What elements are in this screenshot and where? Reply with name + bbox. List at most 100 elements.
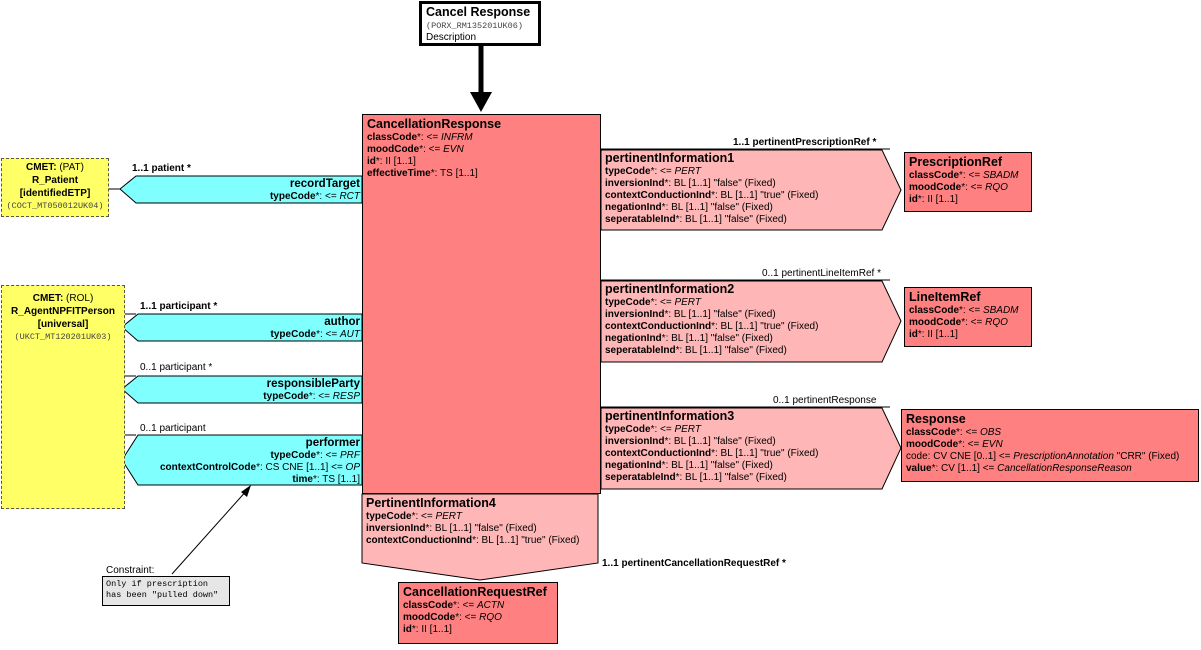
cancellation-request-ref-moodcode: moodCode*: <= RQO <box>403 612 502 623</box>
line-item-ref-class: LineItemRef classCode*: <= SBADM moodCod… <box>904 287 1032 347</box>
pi2-seperatableind: seperatableInd*: BL [1..1] "false" (Fixe… <box>605 345 787 356</box>
response-classcode: classCode*: <= OBS <box>906 427 1002 438</box>
record-target-labels: recordTarget typeCode*: <= RCT <box>150 178 360 203</box>
response-moodcode: moodCode*: <= EVN <box>906 439 1003 450</box>
cmet-agent-name: R_AgentNPFITPerson <box>11 306 115 317</box>
author-title: author <box>324 316 360 328</box>
prescription-ref-moodcode: moodCode*: <= RQO <box>909 182 1008 193</box>
cmet-agent-box: CMET: (ROL) R_AgentNPFITPerson [universa… <box>1 285 125 509</box>
cmet-patient-box: CMET: (PAT) R_Patient [identifiedETP] (C… <box>1 158 109 217</box>
pi2-typecode: typeCode*: <= PERT <box>605 297 701 308</box>
pertinent-information3-shape <box>600 407 902 490</box>
performer-time: time*: TS [1..1] <box>292 474 360 485</box>
prescription-ref-title: PrescriptionRef <box>909 155 1003 169</box>
cancellation-request-ref-id: id*: II [1..1] <box>403 624 452 635</box>
constraint-note: Only if prescription has been "pulled do… <box>102 576 230 606</box>
pi3-contextconductionind: contextConductionInd*: BL [1..1] "true" … <box>605 448 819 459</box>
cmet-agent-code: (UKCT_MT120201UK03) <box>14 332 112 342</box>
entry-arrow-head <box>470 92 492 112</box>
pi2-negationind: negationInd*: BL [1..1] "false" (Fixed) <box>605 333 773 344</box>
main-classcode: classCode*: <= INFRM <box>367 132 473 143</box>
pertinent1-cardinality: 1..1 pertinentPrescriptionRef * <box>733 137 877 148</box>
pi2-inversionind: inversionInd*: BL [1..1] "false" (Fixed) <box>605 309 776 320</box>
response-code: code: CV CNE [0..1] <= PrescriptionAnnot… <box>906 451 1180 462</box>
pertinent-information2-labels: pertinentInformation2 typeCode*: <= PERT… <box>605 282 885 357</box>
pertinent-information1-shape <box>600 149 902 231</box>
cancellation-response-class: CancellationResponse classCode*: <= INFR… <box>362 114 601 494</box>
pertinent-information4-labels: PertinentInformation4 typeCode*: <= PERT… <box>366 496 598 547</box>
pertinent-information4-shape <box>361 493 599 581</box>
prescription-ref-classcode: classCode*: <= SBADM <box>909 170 1019 181</box>
pertinent-information3-title: pertinentInformation3 <box>605 409 735 423</box>
pi4-contextconductionind: contextConductionInd*: BL [1..1] "true" … <box>366 535 580 546</box>
responsible-party-typecode: typeCode*: <= RESP <box>263 391 360 402</box>
record-target-cardinality: 1..1 patient * <box>132 163 191 174</box>
cmet-patient-code: (COCT_MT050012UK04) <box>6 201 104 211</box>
pertinent-information2-shape <box>600 280 902 363</box>
cancellation-response-title: CancellationResponse <box>367 117 502 131</box>
main-effectivetime: effectiveTime*: TS [1..1] <box>367 168 478 179</box>
responsible-party-cardinality: 0..1 participant * <box>140 362 213 373</box>
pertinent-information2-title: pertinentInformation2 <box>605 282 735 296</box>
pi1-negationind: negationInd*: BL [1..1] "false" (Fixed) <box>605 202 773 213</box>
performer-labels: performer typeCode*: <= PRF contextContr… <box>140 437 360 486</box>
cmet-patient-name: R_Patient <box>31 175 79 186</box>
entry-description: Description <box>426 32 477 43</box>
pi1-seperatableind: seperatableInd*: BL [1..1] "false" (Fixe… <box>605 214 787 225</box>
pertinent-information4-title: PertinentInformation4 <box>366 496 496 510</box>
cancellation-request-ref-class: CancellationRequestRef classCode*: <= AC… <box>398 582 558 644</box>
cmet-patient-variant: [identifiedETP] <box>19 188 91 199</box>
response-class: Response classCode*: <= OBS moodCode*: <… <box>901 409 1199 482</box>
pi1-typecode: typeCode*: <= PERT <box>605 166 701 177</box>
author-cardinality: 1..1 participant * <box>140 301 218 312</box>
pertinent-information1-labels: pertinentInformation1 typeCode*: <= PERT… <box>605 151 885 226</box>
pi3-seperatableind: seperatableInd*: BL [1..1] "false" (Fixe… <box>605 472 787 483</box>
cmet-patient-type: CMET: (PAT) <box>26 162 84 173</box>
constraint-line1: Only if prescription <box>106 579 209 589</box>
responsible-party-labels: responsibleParty typeCode*: <= RESP <box>150 378 360 403</box>
author-typecode: typeCode*: <= AUT <box>270 329 360 340</box>
line-item-ref-moodcode: moodCode*: <= RQO <box>909 317 1008 328</box>
pi4-typecode: typeCode*: <= PERT <box>366 511 462 522</box>
pertinent-information1-title: pertinentInformation1 <box>605 151 735 165</box>
constraint-label: Constraint: <box>106 565 155 576</box>
entry-point-box: Cancel Response (PORX_RM135201UK06) Desc… <box>419 1 541 46</box>
line-item-ref-classcode: classCode*: <= SBADM <box>909 305 1019 316</box>
response-title: Response <box>906 412 966 426</box>
pi2-contextconductionind: contextConductionInd*: BL [1..1] "true" … <box>605 321 819 332</box>
author-labels: author typeCode*: <= AUT <box>150 316 360 341</box>
performer-cardinality: 0..1 participant <box>140 423 206 434</box>
performer-title: performer <box>305 437 360 449</box>
constraint-arrow-head <box>241 485 251 497</box>
pi3-inversionind: inversionInd*: BL [1..1] "false" (Fixed) <box>605 436 776 447</box>
prescription-ref-id: id*: II [1..1] <box>909 194 958 205</box>
constraint-line <box>171 488 249 575</box>
pi3-negationind: negationInd*: BL [1..1] "false" (Fixed) <box>605 460 773 471</box>
entry-title: Cancel Response <box>426 5 531 19</box>
main-id: id*: II [1..1] <box>367 156 416 167</box>
record-target-title: recordTarget <box>289 178 360 190</box>
pi3-typecode: typeCode*: <= PERT <box>605 424 701 435</box>
pi1-inversionind: inversionInd*: BL [1..1] "false" (Fixed) <box>605 178 776 189</box>
pertinent3-cardinality: 0..1 pertinentResponse <box>773 395 877 406</box>
line-item-ref-title: LineItemRef <box>909 290 981 304</box>
pi4-inversionind: inversionInd*: BL [1..1] "false" (Fixed) <box>366 523 537 534</box>
performer-typecode: typeCode*: <= PRF <box>270 450 360 461</box>
pertinent2-cardinality: 0..1 pertinentLineItemRef * <box>762 268 881 279</box>
performer-contextcontrolcode: contextControlCode*: CS CNE [1..1] <= OP <box>159 462 360 473</box>
pertinent-information3-labels: pertinentInformation3 typeCode*: <= PERT… <box>605 409 885 484</box>
cancellation-request-ref-title: CancellationRequestRef <box>403 585 547 599</box>
line-item-ref-id: id*: II [1..1] <box>909 329 958 340</box>
prescription-ref-class: PrescriptionRef classCode*: <= SBADM moo… <box>904 152 1032 212</box>
cancellation-request-ref-classcode: classCode*: <= ACTN <box>403 600 505 611</box>
cmet-agent-variant: [universal] <box>37 319 89 330</box>
constraint-line2: has been "pulled down" <box>106 590 219 600</box>
response-value: value*: CV [1..1] <= CancellationRespons… <box>906 463 1132 474</box>
entry-code: (PORX_RM135201UK06) <box>426 21 523 31</box>
responsible-party-title: responsibleParty <box>266 378 360 390</box>
main-moodcode: moodCode*: <= EVN <box>367 144 464 155</box>
cmet-agent-type: CMET: (ROL) <box>32 293 94 304</box>
record-target-typecode: typeCode*: <= RCT <box>269 191 360 202</box>
pi1-contextconductionind: contextConductionInd*: BL [1..1] "true" … <box>605 190 819 201</box>
